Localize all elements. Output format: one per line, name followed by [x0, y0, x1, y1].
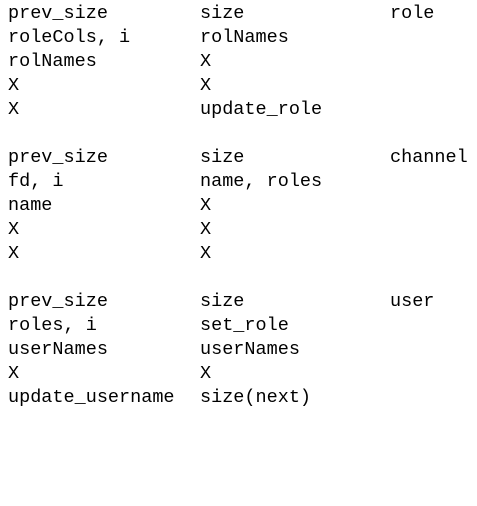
- cell-col1: userNames: [8, 339, 108, 360]
- cell-col2: size: [200, 147, 245, 168]
- cell-col1: X: [8, 75, 20, 96]
- table-row: rolNames X: [8, 50, 477, 74]
- code-document: prev_size size role roleCols, i rolNames…: [8, 2, 477, 410]
- cell-col1: update_username: [8, 387, 175, 408]
- cell-col2: X: [200, 195, 212, 216]
- table-row: name X: [8, 194, 477, 218]
- table-block-role: prev_size size role roleCols, i rolNames…: [8, 2, 477, 122]
- table-row: prev_size size role: [8, 2, 477, 26]
- cell-col2: rolNames: [200, 27, 289, 48]
- table-block-channel: prev_size size channel fd, i name, roles…: [8, 146, 477, 266]
- cell-col1: name: [8, 195, 53, 216]
- cell-col2: X: [200, 243, 212, 264]
- table-row: prev_size size channel: [8, 146, 477, 170]
- cell-col1: X: [8, 219, 20, 240]
- cell-col1: X: [8, 363, 20, 384]
- table-row: X X: [8, 218, 477, 242]
- cell-col1: prev_size: [8, 147, 108, 168]
- cell-col1: fd, i: [8, 171, 64, 192]
- table-row: X X: [8, 242, 477, 266]
- cell-col2: size(next): [200, 387, 312, 408]
- cell-col2: userNames: [200, 339, 300, 360]
- table-row: X X: [8, 74, 477, 98]
- cell-col2: X: [200, 51, 212, 72]
- cell-col3: role: [390, 3, 435, 24]
- table-row: X update_role: [8, 98, 477, 122]
- cell-col2: size: [200, 291, 245, 312]
- cell-col3: user: [390, 291, 435, 312]
- cell-col2: set_role: [200, 315, 289, 336]
- cell-col1: roles, i: [8, 315, 97, 336]
- table-row: update_username size(next): [8, 386, 477, 410]
- cell-col2: X: [200, 75, 212, 96]
- table-row: roleCols, i rolNames: [8, 26, 477, 50]
- cell-col2: name, roles: [200, 171, 323, 192]
- table-row: fd, i name, roles: [8, 170, 477, 194]
- table-row: X X: [8, 362, 477, 386]
- cell-col1: X: [8, 243, 20, 264]
- cell-col1: X: [8, 99, 20, 120]
- cell-col1: prev_size: [8, 291, 108, 312]
- cell-col2: X: [200, 219, 212, 240]
- cell-col3: channel: [390, 147, 468, 168]
- cell-col1: roleCols, i: [8, 27, 131, 48]
- cell-col1: prev_size: [8, 3, 108, 24]
- table-row: roles, i set_role: [8, 314, 477, 338]
- table-row: userNames userNames: [8, 338, 477, 362]
- table-block-user: prev_size size user roles, i set_role us…: [8, 290, 477, 410]
- cell-col1: rolNames: [8, 51, 97, 72]
- cell-col2: update_role: [200, 99, 323, 120]
- table-row: prev_size size user: [8, 290, 477, 314]
- cell-col2: X: [200, 363, 212, 384]
- cell-col2: size: [200, 3, 245, 24]
